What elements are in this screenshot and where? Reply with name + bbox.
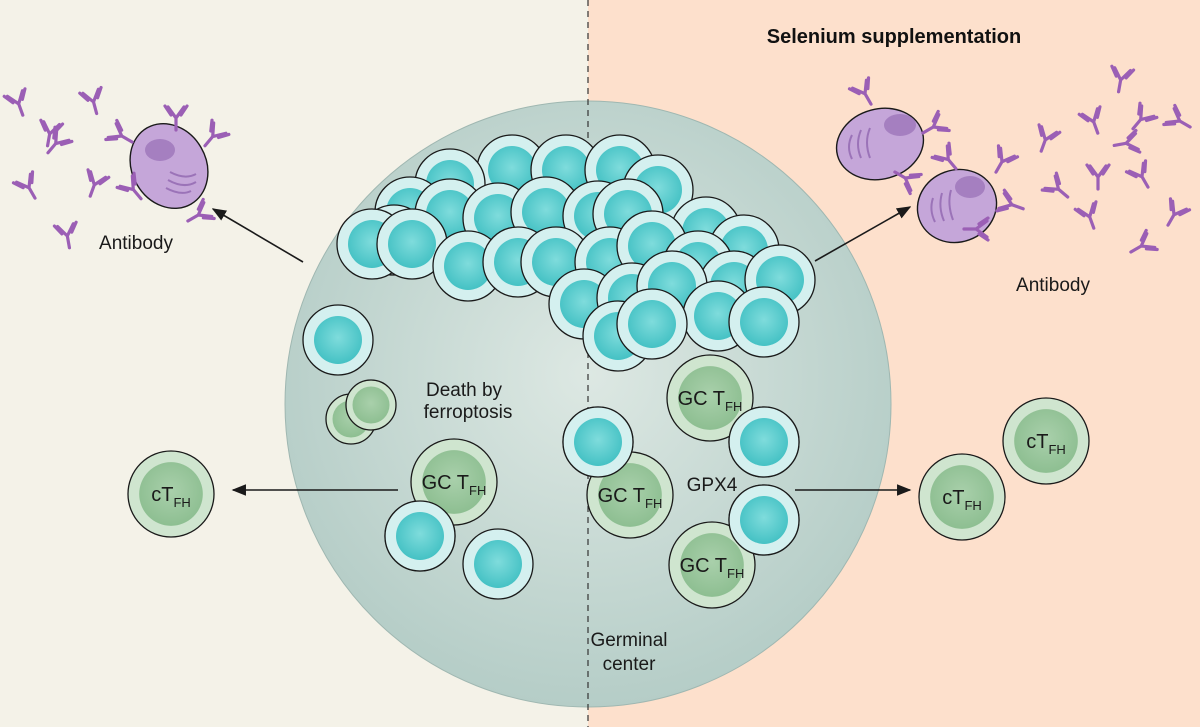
plasma-cell-icon-left bbox=[129, 122, 209, 210]
death-label-line1: Death by bbox=[426, 380, 503, 401]
ctfh-cell-icon-right: cTFH bbox=[918, 453, 1006, 541]
antibody-label-right: Antibody bbox=[1016, 275, 1090, 296]
cell-label: GC TFH bbox=[680, 555, 745, 581]
cell-label: cTFH bbox=[151, 484, 191, 510]
b-cell-icon bbox=[302, 304, 374, 376]
antibody-label-left: Antibody bbox=[99, 233, 173, 254]
cell-label: GC TFH bbox=[678, 388, 743, 414]
death-label-line2: ferroptosis bbox=[424, 402, 513, 423]
gpx4-label: GPX4 bbox=[687, 475, 738, 496]
b-cell-icon bbox=[376, 208, 448, 280]
ctfh-cell-icon-left: cTFH bbox=[127, 450, 215, 538]
b-cell-icon bbox=[728, 286, 800, 358]
b-cell-icon bbox=[384, 500, 456, 572]
gc-tfh-cell-icon: GC TFH bbox=[666, 354, 754, 442]
b-cell-icon bbox=[728, 484, 800, 556]
b-cell-icon bbox=[462, 528, 534, 600]
arrow-to-right-plasma-cells bbox=[814, 206, 912, 262]
b-cell-icon bbox=[616, 288, 688, 360]
header-title: Selenium supplementation bbox=[767, 26, 1021, 48]
cell-label: cTFH bbox=[1026, 431, 1066, 457]
gc-tfh-cell-icon: GC TFH bbox=[410, 438, 498, 526]
cell-label: GC TFH bbox=[598, 485, 663, 511]
cell-label: GC TFH bbox=[422, 472, 487, 498]
tfh-cell-group: GC TFH GC TFH GC TFH GC TFH cTFH cTFH cTFH bbox=[127, 354, 1090, 609]
dying-tfh-cell-icon bbox=[345, 379, 397, 431]
germinal-label-line1: Germinal bbox=[590, 630, 667, 651]
arrow-to-left-plasma-cell bbox=[211, 208, 304, 263]
germinal-label-line2: center bbox=[603, 654, 656, 675]
ctfh-cell-icon-right: cTFH bbox=[1002, 397, 1090, 485]
cell-label: cTFH bbox=[942, 487, 982, 513]
plasma-cell-icon-right-2 bbox=[916, 168, 998, 244]
gc-tfh-cell-icon: GC TFH bbox=[668, 521, 756, 609]
b-cell-icon bbox=[728, 406, 800, 478]
b-cell-icon bbox=[562, 406, 634, 478]
